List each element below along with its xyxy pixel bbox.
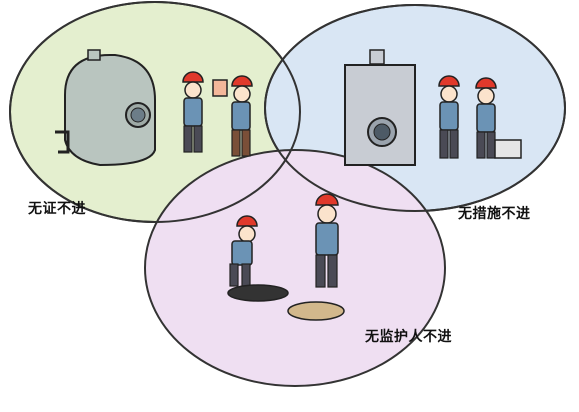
worker-figure-climbing [229,215,258,287]
worker-figure [182,71,204,153]
worker-with-card [212,75,253,157]
pressure-tank-icon [55,49,156,167]
box-icon [494,139,522,159]
guardian-figure [315,193,339,288]
worker-figure-right [475,77,497,159]
scene-no-guardian [144,149,446,387]
machine-icon [344,49,416,166]
purple-bubble [144,149,446,387]
caption-no-guardian: 无监护人不进 [365,329,452,345]
worker-figure-left [438,75,460,159]
caption-no-certificate: 无证不进 [28,201,86,217]
caption-no-measures: 无措施不进 [458,206,531,222]
manhole-cover [287,301,345,321]
manhole-opening [227,284,289,302]
